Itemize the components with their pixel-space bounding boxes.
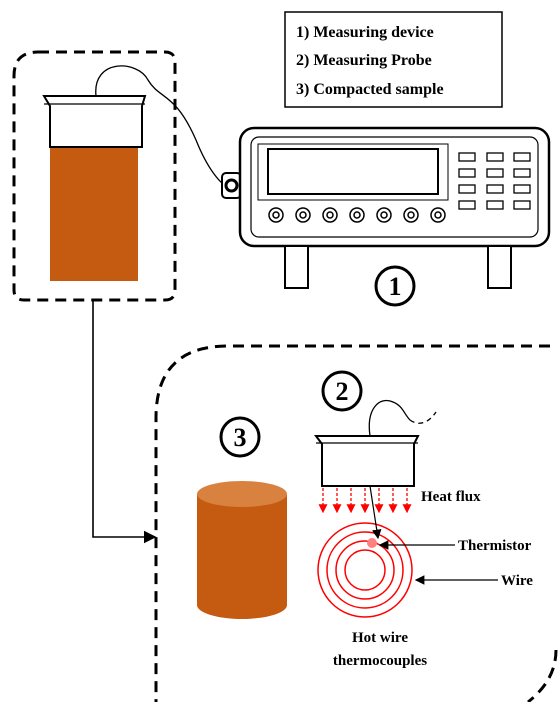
- marker-1: 1: [374, 265, 416, 307]
- probe-cable-lower: [368, 399, 411, 437]
- marker-2: 2: [321, 370, 363, 412]
- heat-flux-label: Heat flux: [421, 489, 481, 505]
- connector-arrow: [92, 300, 157, 544]
- sample-fill: [50, 147, 138, 281]
- sample-container-group: [12, 50, 177, 302]
- wire-label: Wire: [501, 573, 533, 589]
- probe-cable: [95, 65, 229, 187]
- svg-text:1: 1: [389, 272, 402, 301]
- thermistor-dot: [367, 538, 377, 548]
- hot-wire-label-line1: Hot wire: [352, 630, 408, 646]
- device-knobs: [268, 207, 446, 223]
- probe-to-coil-arrow: [369, 485, 382, 540]
- compacted-sample-cylinder: [197, 481, 287, 619]
- dashed-frame-bottom: [154, 344, 550, 702]
- measuring-device: [221, 126, 551, 289]
- heat-flux-arrows: [318, 488, 412, 514]
- dashed-frame-top: [12, 50, 177, 302]
- legend-box: 1) Measuring device 2) Measuring Probe 3…: [284, 11, 503, 108]
- device-foot-left: [284, 245, 309, 289]
- legend-item-sample: 3) Compacted sample: [296, 81, 444, 98]
- legend-item-probe: 2) Measuring Probe: [296, 52, 432, 69]
- probe-head-in-sample: [42, 95, 147, 148]
- hot-wire-coil: [317, 522, 413, 618]
- marker-3: 3: [219, 416, 261, 458]
- hot-wire-label-line2: thermocouples: [333, 653, 427, 669]
- device-display: [267, 148, 439, 195]
- legend-item-device: 1) Measuring device: [296, 24, 434, 41]
- device-foot-right: [487, 245, 512, 289]
- device-keypad: [458, 152, 531, 210]
- thermistor-label: Thermistor: [458, 538, 532, 554]
- svg-text:3: 3: [234, 423, 247, 452]
- measuring-probe: [314, 435, 420, 487]
- svg-text:2: 2: [336, 377, 349, 406]
